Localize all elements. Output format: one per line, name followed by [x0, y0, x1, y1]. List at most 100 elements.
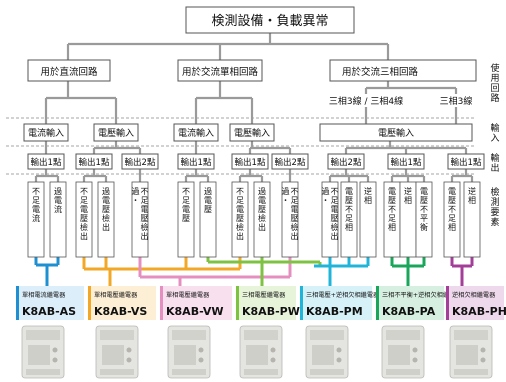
- svg-text:電: 電: [388, 187, 396, 196]
- svg-text:相: 相: [364, 195, 372, 205]
- detect-boxes: 不足電流過電流不足電壓檢出過電壓檢出過・不足電壓檢出不足電壓過電壓不足電壓檢出過…: [27, 181, 481, 258]
- output-boxes: 輸出1點 輸出1點 輸出2點 輸出1點 輸出1點 輸出2點 輸出2點 輸出1點 …: [27, 153, 485, 170]
- svg-text:輸: 輸: [490, 122, 499, 134]
- svg-text:入: 入: [490, 133, 499, 144]
- svg-text:出: 出: [102, 222, 110, 232]
- svg-text:電: 電: [204, 196, 212, 205]
- svg-text:壓: 壓: [182, 214, 190, 223]
- svg-text:出: 出: [80, 231, 88, 241]
- input-voltage-2: 電壓輸入: [234, 127, 270, 139]
- svg-text:回: 回: [490, 83, 499, 94]
- connector-pw: [206, 257, 322, 286]
- svg-text:過: 過: [282, 186, 290, 196]
- product-tags: 單相電流繼電器K8AB-AS單相電壓繼電器K8AB-VS單相電壓繼電器K8AB-…: [16, 286, 506, 320]
- detect-box-11: [321, 181, 339, 258]
- svg-text:電: 電: [420, 187, 428, 196]
- svg-text:不: 不: [420, 205, 428, 214]
- detect-label-18: 逆相: [468, 186, 476, 205]
- svg-text:檢: 檢: [80, 222, 88, 232]
- circuit-boxes: 用於直流回路 用於交流單相回路 用於交流三相回路 三相3線 / 三相4線 三相3…: [27, 59, 477, 107]
- svg-text:測: 測: [490, 196, 499, 208]
- svg-text:壓: 壓: [204, 205, 212, 214]
- product-tag-bg: [16, 286, 84, 320]
- relay-device-illustration: [21, 325, 65, 379]
- svg-text:相: 相: [468, 195, 476, 205]
- svg-text:平: 平: [420, 214, 428, 223]
- svg-text:輸: 輸: [490, 152, 499, 164]
- svg-text:要: 要: [490, 207, 499, 218]
- detect-box-6: [177, 181, 195, 258]
- row-separators: [6, 117, 474, 175]
- connector-vw: [138, 257, 292, 286]
- input-voltage-3: 電壓輸入: [378, 127, 414, 139]
- svg-text:壓: 壓: [141, 214, 149, 223]
- detect-label-7: 過電壓: [204, 186, 212, 214]
- svg-text:不: 不: [331, 187, 339, 196]
- svg-text:衡: 衡: [420, 222, 428, 232]
- svg-text:・: ・: [132, 196, 140, 205]
- circuit-dc: 用於直流回路: [40, 66, 98, 78]
- detect-box-13: [359, 181, 377, 258]
- svg-text:不: 不: [448, 205, 456, 214]
- product-tag-accent: [446, 286, 449, 320]
- relay-device-illustration: [95, 325, 139, 379]
- relay-device-illustration: [381, 325, 425, 379]
- tree-lines: [34, 33, 474, 182]
- svg-text:不: 不: [182, 187, 190, 196]
- svg-text:壓: 壓: [236, 214, 244, 223]
- svg-text:電: 電: [54, 196, 62, 205]
- svg-text:過: 過: [204, 186, 212, 196]
- svg-text:電: 電: [345, 187, 353, 196]
- product-name: 逆相欠相繼電器: [452, 291, 496, 299]
- svg-text:足: 足: [236, 196, 244, 205]
- relay-device-illustration: [167, 325, 211, 379]
- svg-text:壓: 壓: [420, 196, 428, 205]
- product-model: K8AB-VW: [166, 305, 224, 318]
- svg-text:足: 足: [291, 196, 299, 205]
- svg-text:足: 足: [345, 214, 353, 223]
- svg-text:足: 足: [182, 196, 190, 205]
- svg-text:用: 用: [490, 73, 499, 84]
- svg-text:檢: 檢: [490, 186, 499, 198]
- row-label-input: 輸入: [490, 122, 499, 144]
- detect-box-10: [281, 181, 299, 258]
- svg-text:出: 出: [331, 231, 339, 241]
- svg-text:過: 過: [102, 186, 110, 196]
- detect-box-8: [231, 181, 249, 258]
- svg-text:檢: 檢: [236, 222, 244, 232]
- detect-box-9: [253, 181, 271, 258]
- output-1: 輸出1點: [31, 157, 62, 168]
- connector-pm: [314, 257, 370, 286]
- svg-text:相: 相: [448, 222, 456, 232]
- svg-text:出: 出: [258, 222, 266, 232]
- svg-text:壓: 壓: [388, 196, 396, 205]
- svg-text:過: 過: [322, 186, 330, 196]
- output-7: 輸出2點: [331, 157, 362, 168]
- detect-label-15: 逆相: [404, 186, 412, 205]
- product-model: K8AB-PA: [382, 305, 436, 318]
- svg-text:電: 電: [258, 196, 266, 205]
- svg-text:檢: 檢: [141, 222, 149, 232]
- detect-box-16: [415, 181, 433, 258]
- svg-text:足: 足: [388, 214, 396, 223]
- output-4: 輸出1點: [181, 157, 212, 168]
- svg-text:電: 電: [102, 196, 110, 205]
- product-tag-accent: [160, 286, 163, 320]
- row-label-output: 輸出: [490, 152, 499, 174]
- svg-text:過: 過: [54, 186, 62, 196]
- output-6: 輸出2點: [275, 157, 306, 168]
- detect-box-5: [131, 181, 149, 258]
